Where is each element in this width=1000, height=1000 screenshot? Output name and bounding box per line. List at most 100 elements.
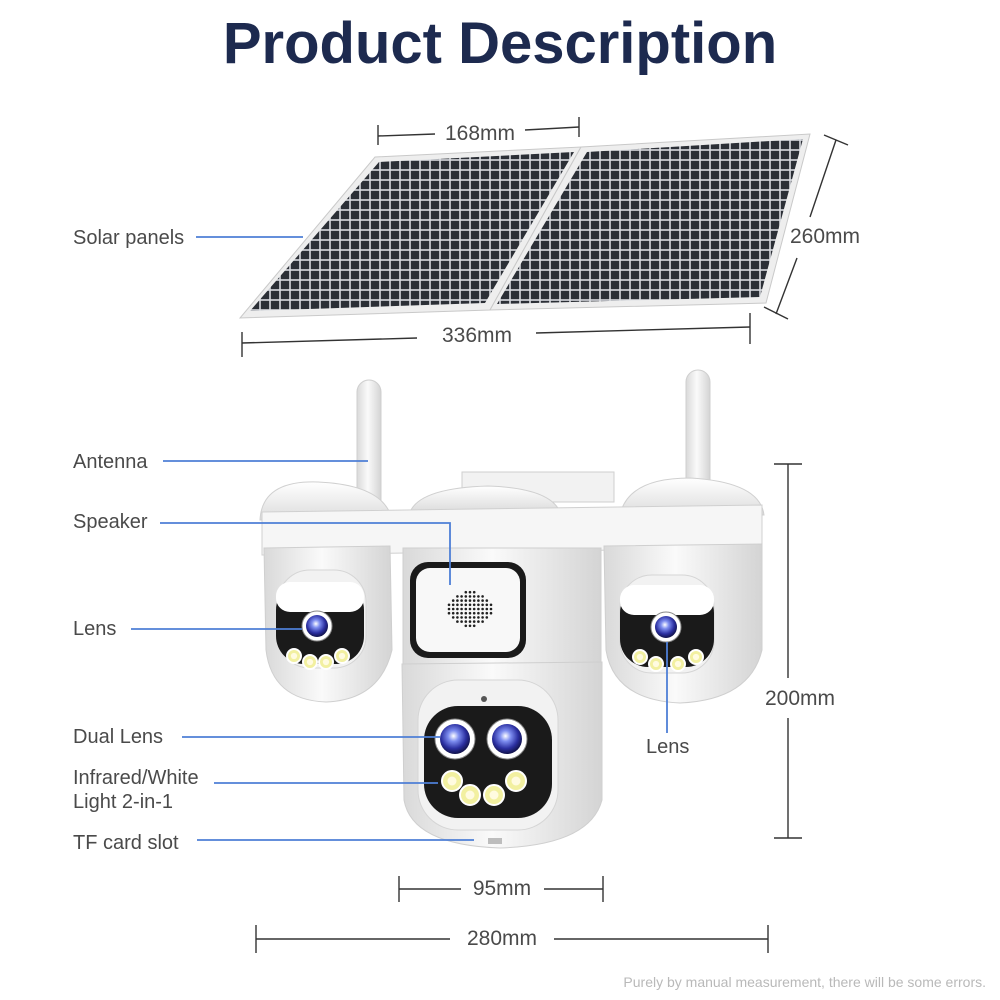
led-light-core — [290, 652, 298, 660]
led-light-core — [306, 658, 314, 666]
grill-hole — [456, 607, 459, 611]
grill-hole — [460, 603, 463, 607]
dim-panel-width: 168mm — [445, 122, 515, 145]
dimension-lines — [241, 117, 849, 953]
led-light-core — [489, 790, 499, 800]
grill-hole — [481, 620, 484, 623]
grill-hole — [481, 616, 484, 619]
grill-hole — [481, 611, 484, 615]
grill-hole — [485, 616, 489, 619]
label-dual-lens: Dual Lens — [73, 726, 163, 748]
grill-hole — [451, 611, 455, 615]
grill-hole — [468, 590, 472, 594]
led-light-core — [674, 660, 682, 668]
dim-panels-total-width: 336mm — [442, 324, 512, 347]
grill-hole — [481, 607, 484, 611]
grill-hole — [481, 603, 484, 607]
grill-hole — [460, 616, 463, 619]
grill-hole — [456, 595, 459, 598]
grill-hole — [477, 616, 480, 619]
grill-hole — [477, 620, 480, 623]
dim-camera-total-width: 280mm — [467, 927, 537, 950]
grill-hole — [468, 599, 472, 602]
label-infrared-line1: Infrared/White — [73, 767, 199, 789]
grill-hole — [485, 611, 489, 615]
led-light-core — [338, 652, 346, 660]
grill-hole — [472, 616, 476, 619]
grill-hole — [472, 595, 476, 598]
grill-hole — [464, 603, 468, 607]
grill-hole — [485, 599, 489, 602]
grill-hole — [489, 607, 493, 611]
grill-hole — [456, 603, 459, 607]
grill-hole — [468, 611, 472, 615]
grill-hole — [489, 603, 493, 607]
lenses — [301, 610, 682, 760]
grill-hole — [472, 603, 476, 607]
grill-hole — [477, 611, 480, 615]
label-infrared-line2: Light 2-in-1 — [73, 791, 173, 813]
grill-hole — [447, 607, 451, 611]
grill-hole — [481, 595, 484, 598]
grill-hole — [464, 611, 468, 615]
grill-hole — [464, 620, 468, 623]
grill-hole — [468, 603, 472, 607]
label-lens-right: Lens — [646, 736, 689, 758]
grill-hole — [460, 611, 463, 615]
led-light-core — [652, 660, 660, 668]
dim-center-width: 95mm — [473, 877, 531, 900]
grill-hole — [472, 624, 476, 628]
grill-hole — [477, 607, 480, 611]
grill-hole — [485, 607, 489, 611]
grill-hole — [464, 599, 468, 602]
grill-hole — [468, 620, 472, 623]
grill-hole — [468, 624, 472, 628]
grill-hole — [472, 599, 476, 602]
grill-hole — [468, 616, 472, 619]
led-lights — [286, 648, 704, 806]
grill-hole — [464, 607, 468, 611]
led-light-core — [692, 653, 700, 661]
footnote: Purely by manual measurement, there will… — [623, 974, 986, 990]
grill-hole — [472, 607, 476, 611]
label-antenna: Antenna — [73, 451, 148, 473]
grill-hole — [489, 611, 493, 615]
grill-hole — [481, 599, 484, 602]
grill-hole — [472, 590, 476, 594]
dim-camera-height: 200mm — [765, 687, 835, 710]
grill-hole — [456, 611, 459, 615]
grill-hole — [468, 595, 472, 598]
led-light-core — [447, 776, 457, 786]
grill-hole — [447, 603, 451, 607]
grill-hole — [477, 599, 480, 602]
grill-hole — [460, 599, 463, 602]
led-light-core — [511, 776, 521, 786]
label-speaker: Speaker — [73, 511, 148, 533]
grill-hole — [464, 616, 468, 619]
grill-hole — [472, 620, 476, 623]
grill-hole — [451, 616, 455, 619]
label-tf-card-slot: TF card slot — [73, 832, 179, 854]
grill-hole — [451, 599, 455, 602]
grill-hole — [460, 595, 463, 598]
grill-hole — [485, 603, 489, 607]
grill-hole — [472, 611, 476, 615]
grill-hole — [451, 607, 455, 611]
grill-hole — [451, 603, 455, 607]
grill-hole — [456, 620, 459, 623]
led-light-core — [636, 653, 644, 661]
grill-hole — [460, 607, 463, 611]
page-title: Product Description — [222, 11, 778, 76]
grill-hole — [464, 595, 468, 598]
grill-hole — [477, 603, 480, 607]
led-light-core — [465, 790, 475, 800]
grill-hole — [456, 599, 459, 602]
leader-lines — [131, 236, 668, 841]
speaker-grill — [447, 590, 493, 628]
grill-hole — [447, 611, 451, 615]
solar-panels — [238, 133, 811, 319]
grill-hole — [468, 607, 472, 611]
grill-hole — [456, 616, 459, 619]
led-light-core — [322, 658, 330, 666]
